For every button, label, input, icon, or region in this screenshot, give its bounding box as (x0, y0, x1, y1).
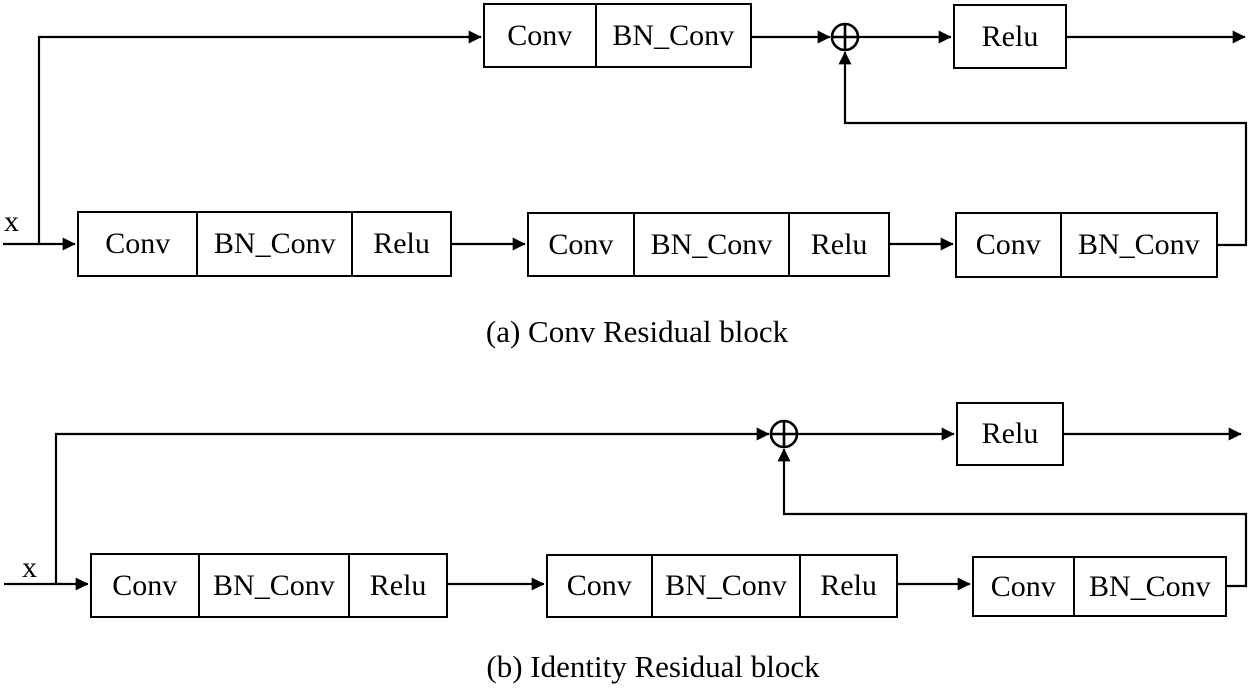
bn-conv-cell: BN_Conv (197, 555, 349, 616)
panel-a-input-label: x (4, 205, 19, 238)
relu-cell: Relu (981, 417, 1039, 450)
relu-cell: Relu (351, 213, 450, 275)
panel-b-main-block-3: Conv BN_Conv (972, 556, 1227, 617)
conv-cell: Conv (507, 18, 573, 52)
conv-cell: Conv (548, 227, 614, 261)
conv-cell: Conv (105, 227, 171, 260)
panel-a-main-block-3: Conv BN_Conv (955, 212, 1218, 278)
conv-cell: Conv (566, 569, 632, 602)
relu-cell: Relu (348, 555, 446, 616)
bn-conv-cell: BN_Conv (1072, 558, 1225, 615)
bn-conv-cell: BN_Conv (594, 5, 751, 66)
conv-cell: Conv (975, 228, 1041, 261)
bn-conv-cell: BN_Conv (196, 213, 351, 275)
wire-b-feedback (777, 448, 1248, 588)
wire-a-shortcut-branch (37, 30, 482, 243)
relu-cell: Relu (799, 556, 896, 616)
panel-a-relu-block: Relu (953, 4, 1067, 69)
relu-cell: Relu (788, 214, 888, 275)
b-sum-circle-plus-icon (769, 419, 799, 449)
wire-b-shortcut-branch (54, 427, 770, 583)
relu-cell: Relu (981, 19, 1039, 53)
bn-conv-cell: BN_Conv (1059, 214, 1216, 276)
panel-b-main-block-2: Conv BN_Conv Relu (546, 554, 898, 618)
bn-conv-cell: BN_Conv (650, 556, 800, 616)
panel-a-main-block-2: Conv BN_Conv Relu (527, 212, 890, 277)
panel-b-relu-block: Relu (956, 402, 1064, 466)
panel-b-main-block-1: Conv BN_Conv Relu (90, 553, 448, 618)
panel-b-input-label: x (22, 551, 37, 584)
panel-a-shortcut-conv-block: Conv BN_Conv (483, 3, 752, 68)
panel-b-caption: (b) Identity Residual block (486, 649, 820, 684)
panel-a-caption: (a) Conv Residual block (485, 314, 789, 349)
a-sum-circle-plus-icon (830, 22, 860, 52)
panel-a-main-block-1: Conv BN_Conv Relu (77, 211, 452, 277)
wire-a-feedback (838, 51, 1248, 247)
conv-cell: Conv (112, 568, 178, 602)
conv-cell: Conv (990, 569, 1056, 603)
bn-conv-cell: BN_Conv (632, 214, 789, 275)
